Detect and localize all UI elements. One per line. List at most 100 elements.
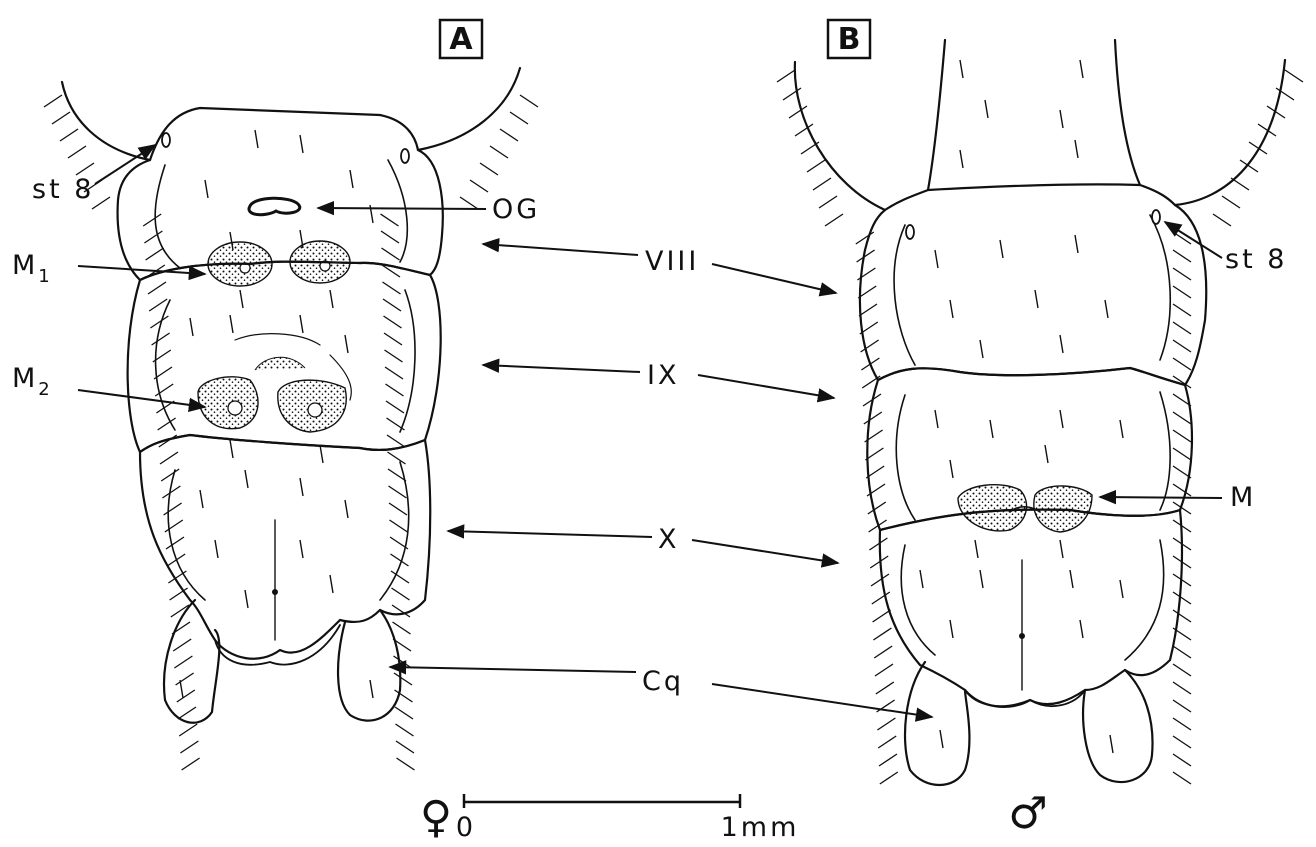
arrow-viii-b (712, 264, 836, 293)
label-viii: VIII (645, 246, 699, 277)
hatch-stroke (470, 180, 488, 192)
hatch-stroke (387, 435, 405, 447)
hatch-stroke (152, 333, 170, 345)
hatch-stroke (1173, 754, 1191, 766)
hatch-stroke (877, 718, 895, 730)
segment-viii-b (860, 184, 1206, 385)
hatch-stroke (386, 401, 404, 413)
hatch-stroke (510, 112, 528, 124)
anal-lobes-a (215, 625, 340, 665)
hatch-stroke (1231, 178, 1249, 190)
arrow-m (1100, 497, 1222, 498)
hatch-stroke (397, 758, 415, 770)
arrow-ix-a (483, 365, 640, 372)
hatch-stroke (158, 418, 176, 430)
hatch-stroke (873, 628, 891, 640)
seta (935, 250, 938, 268)
hatch-stroke (871, 574, 889, 586)
viii-b-inner-left (894, 225, 915, 365)
hatch-stroke (1173, 772, 1191, 784)
panel-b-label: B (838, 22, 861, 57)
hatch-stroke (1213, 214, 1231, 226)
cercus-b-left (905, 662, 969, 785)
seta (1110, 735, 1113, 753)
hatch-stroke (878, 736, 896, 748)
female-symbol: ♀ (420, 792, 452, 842)
hatch-stroke (1222, 196, 1240, 208)
hatch-stroke (173, 639, 191, 651)
hatch-stroke (856, 232, 874, 244)
seta (1080, 620, 1083, 638)
segment-ix-b (867, 368, 1192, 530)
median-dot-b (1019, 633, 1025, 639)
arrow-x-a (448, 531, 652, 537)
hatch-stroke (1173, 718, 1191, 730)
hatch-stroke (384, 316, 402, 328)
hatch-stroke (180, 741, 198, 753)
seta (230, 315, 233, 333)
seta (300, 478, 303, 496)
label-st8-b: st 8 (1225, 244, 1287, 275)
seta (245, 590, 248, 608)
hatch-stroke (381, 231, 399, 243)
seta (180, 680, 183, 698)
seta (330, 290, 333, 308)
hatch-stroke (385, 350, 403, 362)
ix-a-inner-left (156, 300, 175, 430)
hatch-stroke (1173, 646, 1191, 658)
hatch-stroke (1173, 322, 1191, 334)
seta (1105, 300, 1108, 318)
hatch-stroke (857, 268, 875, 280)
hatch-stroke (165, 520, 183, 532)
seta (345, 335, 348, 353)
seta (980, 570, 983, 588)
hatch-stroke (383, 299, 401, 311)
seta (350, 170, 353, 188)
scale-bar: 0 1mm (456, 794, 799, 842)
hatch-stroke (1285, 70, 1303, 82)
hatch-stroke (1173, 358, 1191, 370)
arrow-cq-a (390, 667, 636, 672)
hatch-stroke (1173, 700, 1191, 712)
hatch-stroke (174, 656, 192, 668)
seta (1060, 335, 1063, 353)
hatch-stroke (1173, 736, 1191, 748)
hatch-stroke (813, 178, 831, 190)
seta (300, 315, 303, 333)
ix-b-inner-left (896, 395, 915, 520)
hatch-stroke (859, 304, 877, 316)
male-symbol: ♂ (1008, 788, 1047, 839)
spiracle-b-left (906, 225, 914, 239)
label-m: M (1230, 482, 1256, 513)
m2-gland-center (255, 357, 305, 370)
hatch-stroke (176, 673, 194, 685)
hatch-stroke (179, 724, 197, 736)
segment-x-b (880, 510, 1182, 707)
seta (1075, 235, 1078, 253)
seta (950, 620, 953, 638)
seta (370, 680, 373, 698)
seta (345, 500, 348, 518)
seta (320, 445, 323, 463)
hatch-stroke (801, 142, 819, 154)
seta (1070, 570, 1073, 588)
arrow-ix-b (698, 375, 834, 398)
hatch-stroke (1173, 412, 1191, 424)
spiracle-a-left (162, 133, 170, 147)
cercus-a-left (164, 600, 219, 723)
hatch-stroke (876, 682, 894, 694)
og-opening (249, 198, 300, 214)
seta (1080, 60, 1083, 78)
hatch-stroke (879, 754, 897, 766)
viii-b-inner-right (1150, 215, 1170, 360)
hatch-stroke (52, 112, 70, 124)
x-b-inner-right (1125, 540, 1164, 660)
seta (985, 100, 988, 118)
hatch-stroke (460, 197, 478, 209)
hatch-stroke (68, 146, 86, 158)
seta (1120, 420, 1123, 438)
hatch-stroke (1173, 250, 1191, 262)
x-a-inner-left (168, 470, 205, 600)
hatching-b (777, 70, 1303, 784)
